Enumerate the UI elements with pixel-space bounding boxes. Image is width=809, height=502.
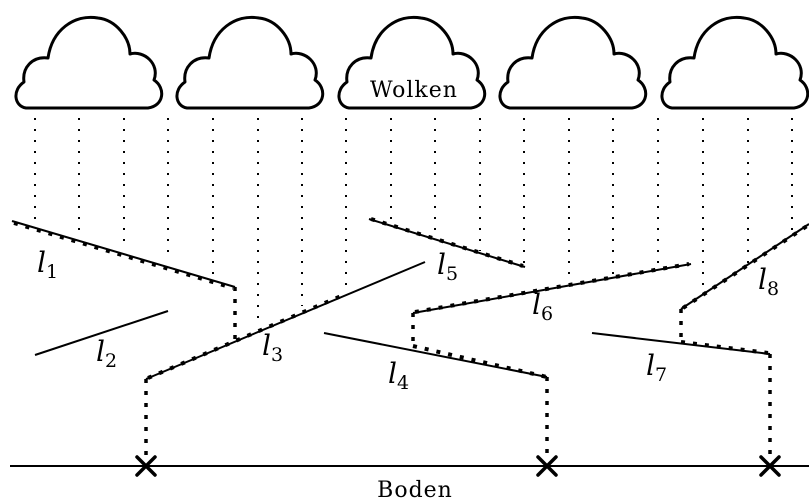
rain-lines (34, 118, 793, 326)
wet-portion-l7 (680, 340, 769, 355)
segment-label-l2: l2 (96, 335, 117, 372)
clouds (14, 15, 809, 110)
segment-l6 (412, 263, 692, 314)
cross-icon (135, 455, 157, 477)
ground-label: Boden (377, 478, 453, 502)
cloud-icon (498, 15, 648, 110)
wet-portion-l6 (414, 262, 690, 314)
wet-portion-l5 (370, 217, 524, 268)
segment-label-l8: l8 (758, 263, 779, 300)
segment-label-l3: l3 (262, 329, 283, 366)
segment-label-l7: l7 (646, 349, 667, 386)
cloud-icon (14, 15, 164, 110)
cloud-icon (660, 15, 809, 110)
cloud-icon (337, 15, 487, 110)
segment-l4 (323, 332, 548, 378)
segment-label-l1: l1 (37, 246, 58, 283)
cloud-icon (175, 15, 325, 110)
segment-label-l6: l6 (532, 288, 553, 325)
clouds-label: Wolken (370, 78, 458, 103)
wet-portion-l8 (681, 224, 809, 310)
segment-label-l4: l4 (388, 357, 409, 394)
segment-l3 (145, 261, 426, 380)
wet-portion-l1 (13, 221, 234, 290)
cross-icon (536, 455, 558, 477)
wet-portions (13, 217, 809, 380)
cross-icon (759, 455, 781, 477)
segments (11, 218, 809, 380)
segment-l5 (368, 218, 526, 268)
segment-label-l5: l5 (437, 248, 458, 285)
segment-labels: l1 l2 l3 l4 l5 l6 l7 l8 (37, 246, 779, 394)
segment-l2 (34, 310, 169, 356)
drip-lines (144, 287, 772, 460)
impact-markers (135, 455, 781, 477)
